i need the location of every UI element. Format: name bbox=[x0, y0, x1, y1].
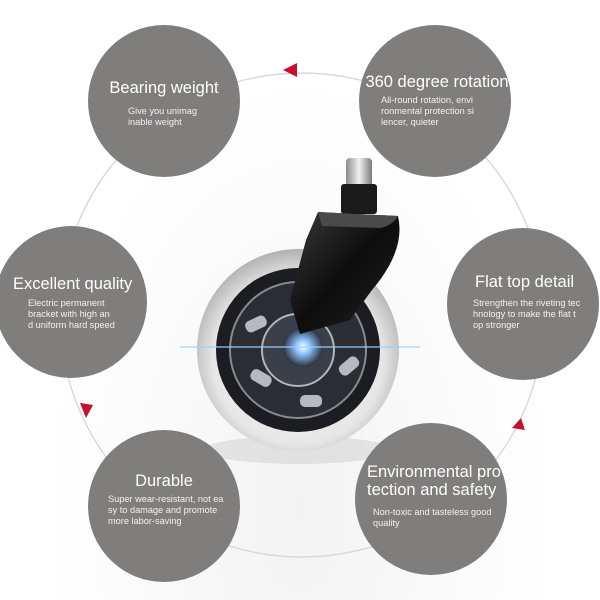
feature-title: Excellent quality bbox=[13, 275, 133, 293]
feature-bubble-environmental-protection: Environmental pro tection and safety Non… bbox=[355, 423, 507, 575]
arrow-icon bbox=[80, 403, 93, 418]
feature-description: Give you unimag inable weight bbox=[128, 106, 197, 128]
arrow-icon bbox=[512, 418, 525, 430]
feature-description: Non-toxic and tasteless good quality bbox=[373, 507, 492, 529]
feature-bubble-360-rotation: 360 degree rotation All-round rotation, … bbox=[359, 25, 511, 177]
feature-bubble-flat-top-detail: Flat top detail Strengthen the riveting … bbox=[447, 228, 599, 380]
feature-bubble-excellent-quality: Excellent quality Electric permanent bra… bbox=[0, 226, 147, 378]
arrow-icon bbox=[283, 63, 297, 77]
feature-description: All-round rotation, envi ronmental prote… bbox=[381, 95, 474, 128]
feature-title: Bearing weight bbox=[109, 79, 219, 97]
feature-description: Electric permanent bracket with high an … bbox=[28, 298, 115, 331]
feature-title: Environmental pro tection and safety bbox=[367, 463, 501, 499]
feature-bubble-bearing-weight: Bearing weight Give you unimag inable we… bbox=[88, 25, 240, 177]
feature-title: 360 degree rotation bbox=[365, 73, 509, 91]
feature-title: Flat top detail bbox=[475, 273, 575, 291]
feature-description: Strengthen the riveting tec hnology to m… bbox=[473, 298, 581, 331]
feature-title: Durable bbox=[135, 472, 193, 490]
feature-bubble-durable: Durable Super wear-resistant, not ea sy … bbox=[88, 430, 240, 582]
feature-description: Super wear-resistant, not ea sy to damag… bbox=[108, 494, 224, 527]
